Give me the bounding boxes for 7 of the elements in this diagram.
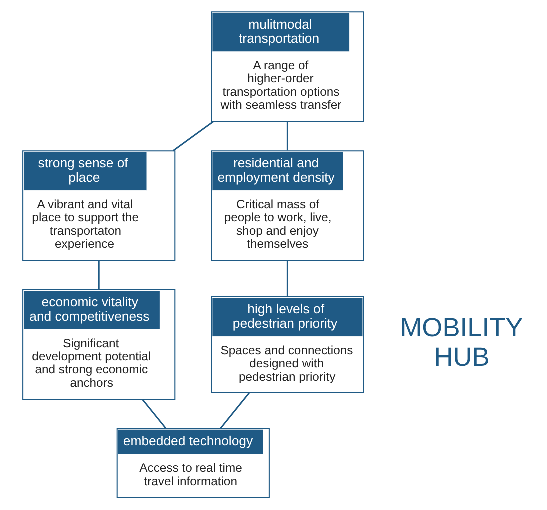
connector bbox=[220, 392, 250, 430]
connector bbox=[98, 260, 100, 290]
connector bbox=[142, 399, 167, 430]
label: MOBILITY HUB bbox=[400, 312, 524, 372]
connector bbox=[172, 121, 214, 152]
connector bbox=[286, 260, 288, 296]
connector bbox=[286, 122, 288, 151]
